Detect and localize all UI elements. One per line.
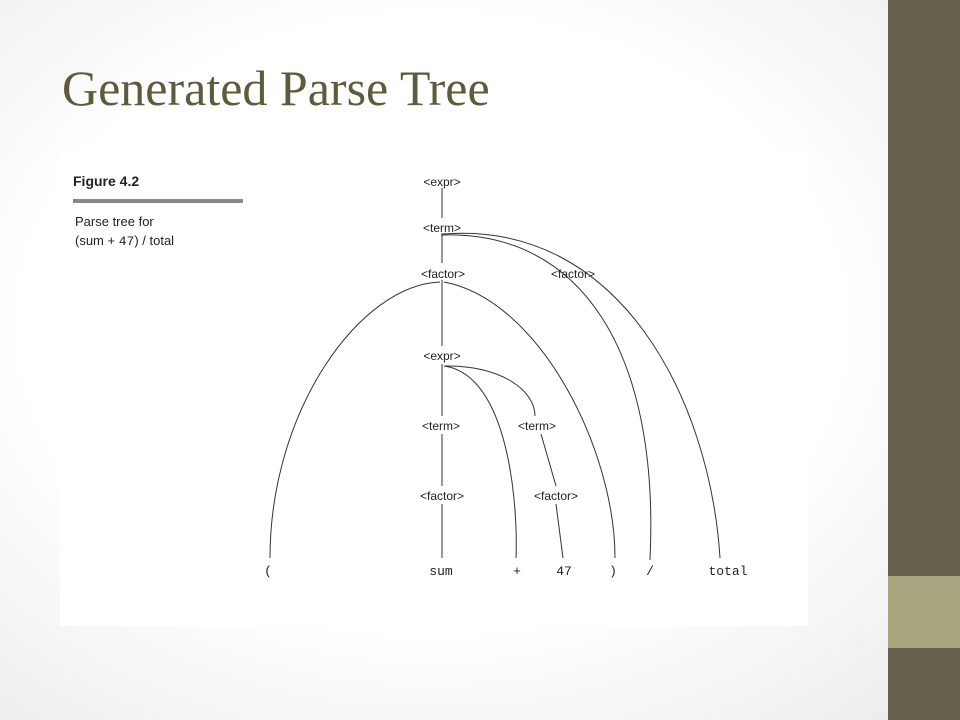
slide-title: Generated Parse Tree [62,60,490,116]
leaf-sum: sum [429,564,453,579]
edge-factor-to-lparen [269,281,441,559]
node-term-inner-left: <term> [422,419,460,433]
decorative-sidebar [888,0,960,720]
figure-caption-line2: (sum + 47) / total [75,233,174,249]
edge-expr-to-plus [443,365,517,559]
node-term: <term> [423,221,461,235]
edge-term-to-slash [440,234,652,561]
edge-expr-to-term-right [444,365,536,417]
node-term-inner-right: <term> [518,419,556,433]
edge-factor-to-num [555,503,564,559]
sidebar-bottom-block [888,648,960,720]
leaf-left-paren: ( [264,564,272,579]
parse-tree-figure: Figure 4.2 Parse tree for (sum + 47) / t… [60,150,808,626]
caption-expr-part-b: ) / total [134,233,174,248]
leaf-total: total [708,564,747,579]
node-factor-left: <factor> [421,267,465,281]
node-factor-inner-left: <factor> [420,489,464,503]
node-expr-inner: <expr> [423,349,460,363]
sidebar-top-block [888,0,960,576]
edge-factor-to-rparen [443,281,616,559]
figure-caption-line1: Parse tree for [75,214,154,229]
figure-caption-title: Figure 4.2 [73,173,139,189]
leaf-plus: + [513,564,521,579]
node-expr-root: <expr> [423,175,460,189]
edge-term-to-factor-right [540,433,557,487]
node-factor-inner-right: <factor> [534,489,578,503]
caption-rule [73,199,243,203]
leaf-number-47: 47 [556,564,572,579]
sidebar-accent-block [888,576,960,648]
caption-expr-part-a: (sum + [75,233,119,248]
leaf-right-paren: ) [609,564,617,579]
caption-expr-number: 47 [119,234,135,249]
leaf-slash: / [646,564,654,579]
parse-tree-diagram: Figure 4.2 Parse tree for (sum + 47) / t… [73,173,748,579]
node-factor-right: <factor> [551,267,595,281]
edge-term-to-factor-total [442,232,721,559]
